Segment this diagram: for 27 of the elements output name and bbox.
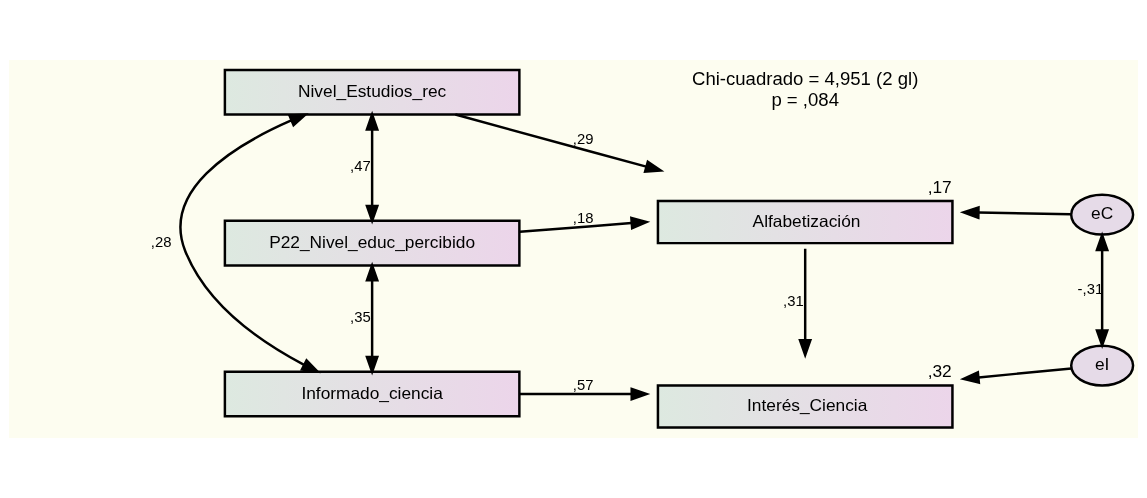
arrow [1095, 231, 1110, 349]
node-label: ,17 [927, 176, 952, 197]
node-box: Informado_ciencia [223, 370, 521, 418]
arrow [365, 261, 380, 376]
node-box: P22_Nivel_educ_percibido [223, 219, 521, 267]
arrow [519, 387, 651, 401]
edge-label: ,31 [783, 292, 804, 309]
arrow [959, 205, 1071, 220]
arrow [365, 110, 380, 225]
node-label: ,32 [927, 361, 952, 381]
edge-label: -,31 [1077, 280, 1104, 297]
arrow [455, 113, 665, 174]
arrow [519, 216, 651, 233]
edge-label: ,29 [572, 130, 594, 147]
arrow [798, 248, 813, 359]
edge-label: ,18 [572, 209, 594, 226]
arrow [179, 113, 321, 374]
edge-label: ,28 [150, 233, 172, 250]
node-ellipse: eC [1069, 193, 1135, 236]
node-box: Nivel_Estudios_rec [223, 68, 521, 116]
node-ellipse: eI [1069, 344, 1135, 387]
edge-label: ,47 [350, 158, 371, 175]
arrow [959, 367, 1072, 385]
label: Chi-cuadrado = 4,951 (2 gl) [692, 67, 919, 89]
label: p = ,084 [771, 88, 839, 110]
edge-label: ,57 [572, 376, 594, 393]
edge-label: ,35 [350, 309, 371, 326]
